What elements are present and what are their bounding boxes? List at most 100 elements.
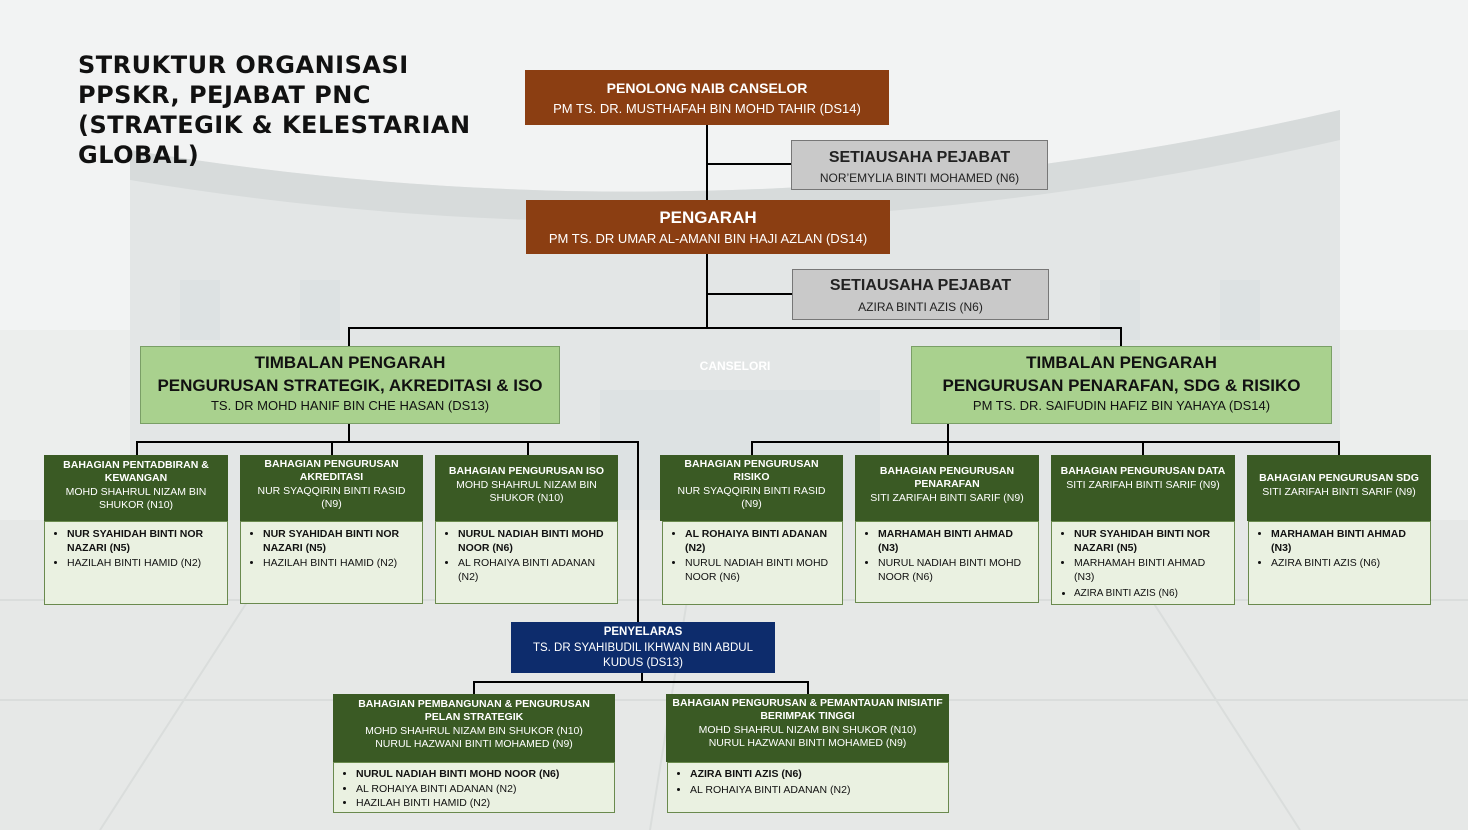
connector [706, 254, 708, 328]
unit-header: BAHAGIAN PENGURUSAN RISIKO NUR SYAQQIRIN… [660, 455, 843, 521]
sub-unit-header: BAHAGIAN PENGURUSAN & PEMANTAUAN INISIAT… [666, 694, 949, 762]
unit-title: BAHAGIAN PENGURUSAN RISIKO [684, 458, 819, 484]
sub-unit-members: AZIRA BINTI AZIS (N6) AL ROHAIYA BINTI A… [667, 762, 949, 813]
member-item: AL ROHAIYA BINTI ADANAN (N2) [685, 528, 836, 555]
sub-unit-title: BAHAGIAN PEMBANGUNAN & PENGURUSAN PELAN … [358, 698, 590, 724]
deputy-right-box: TIMBALAN PENGARAH PENGURUSAN PENARAFAN, … [911, 346, 1332, 424]
member-item: AZIRA BINTI AZIS (N6) [690, 768, 942, 782]
unit-header: BAHAGIAN PENGURUSAN DATA SITI ZARIFAH BI… [1051, 455, 1235, 521]
sub-unit-head: NURUL HAZWANI BINTI MOHAMED (N9) [375, 738, 573, 751]
sub-unit-members: NURUL NADIAH BINTI MOHD NOOR (N6) AL ROH… [333, 762, 615, 813]
unit-members: NURUL NADIAH BINTI MOHD NOOR (N6) AL ROH… [435, 521, 618, 604]
connector [473, 681, 809, 683]
connector [751, 441, 1340, 443]
unit-title: BAHAGIAN PENTADBIRAN & KEWANGAN [63, 459, 209, 485]
pnc-name: PM TS. DR. MUSTHAFAH BIN MOHD TAHIR (DS1… [553, 100, 861, 116]
connector [331, 441, 333, 456]
deputy-right-name: PM TS. DR. SAIFUDIN HAFIZ BIN YAHAYA (DS… [972, 397, 1271, 413]
member-item: AZIRA BINTI AZIS (N6) [1271, 557, 1424, 571]
unit-members: MARHAMAH BINTI AHMAD (N3) NURUL NADIAH B… [855, 521, 1039, 603]
unit-members: AL ROHAIYA BINTI ADANAN (N2) NURUL NADIA… [662, 521, 843, 605]
director-role: PENGARAH [659, 208, 757, 227]
connector [751, 441, 753, 456]
deputy-left-name: TS. DR MOHD HANIF BIN CHE HASAN (DS13) [210, 397, 490, 413]
connector [706, 293, 792, 295]
unit-head: MOHD SHAHRUL NIZAM BIN SHUKOR (N10) [456, 479, 597, 505]
member-item: NURUL NADIAH BINTI MOHD NOOR (N6) [458, 528, 611, 555]
connector [136, 441, 639, 443]
sub-unit-head: MOHD SHAHRUL NIZAM BIN SHUKOR (N10) [365, 725, 583, 738]
unit-title: BAHAGIAN PENGURUSAN SDG [1259, 472, 1419, 484]
member-item: HAZILAH BINTI HAMID (N2) [356, 797, 608, 811]
connector [136, 441, 138, 456]
connector [348, 327, 350, 347]
connector [1120, 327, 1122, 347]
director-box: PENGARAH PM TS. DR UMAR AL-AMANI BIN HAJ… [526, 200, 890, 254]
member-item: AL ROHAIYA BINTI ADANAN (N2) [690, 784, 942, 798]
member-item: NURUL NADIAH BINTI MOHD NOOR (N6) [878, 557, 1032, 584]
member-item: NUR SYAHIDAH BINTI NOR NAZARI (N5) [1074, 528, 1228, 555]
unit-header: BAHAGIAN PENGURUSAN PENARAFAN SITI ZARIF… [855, 455, 1039, 521]
connector [947, 424, 949, 442]
connector [947, 441, 949, 456]
connector [527, 441, 529, 456]
deputy-left-role: TIMBALAN PENGARAH [254, 353, 446, 372]
member-item: NURUL NADIAH BINTI MOHD NOOR (N6) [685, 557, 836, 584]
connector [348, 327, 1122, 329]
unit-title: BAHAGIAN PENGURUSAN ISO [448, 465, 605, 477]
unit-title: BAHAGIAN PENGURUSAN PENARAFAN [879, 465, 1015, 491]
deputy-left-box: TIMBALAN PENGARAH PENGURUSAN STRATEGIK, … [140, 346, 560, 424]
deputy-left-area: PENGURUSAN STRATEGIK, AKREDITASI & ISO [157, 376, 543, 396]
connector [706, 163, 792, 165]
secretary-pnc-role: SETIAUSAHA PEJABAT [828, 149, 1011, 166]
member-item: MARHAMAH BINTI AHMAD (N3) [878, 528, 1032, 555]
unit-title: BAHAGIAN PENGURUSAN DATA [1060, 465, 1226, 477]
unit-title: BAHAGIAN PENGURUSAN AKREDITASI [264, 458, 399, 484]
unit-head: SITI ZARIFAH BINTI SARIF (N9) [1066, 479, 1220, 492]
unit-head: NUR SYAQQIRIN BINTI RASID (N9) [257, 485, 406, 511]
member-item: NUR SYAHIDAH BINTI NOR NAZARI (N5) [67, 528, 221, 555]
unit-head: SITI ZARIFAH BINTI SARIF (N9) [1262, 486, 1416, 499]
director-name: PM TS. DR UMAR AL-AMANI BIN HAJI AZLAN (… [548, 231, 868, 247]
sub-unit-head: NURUL HAZWANI BINTI MOHAMED (N9) [708, 737, 907, 750]
sub-unit-header: BAHAGIAN PEMBANGUNAN & PENGURUSAN PELAN … [333, 694, 615, 762]
secretary-director-box: SETIAUSAHA PEJABAT AZIRA BINTI AZIS (N6) [792, 269, 1049, 320]
connector [348, 424, 350, 442]
connector [637, 441, 639, 622]
unit-header: BAHAGIAN PENGURUSAN SDG SITI ZARIFAH BIN… [1247, 455, 1431, 521]
member-item: NUR SYAHIDAH BINTI NOR NAZARI (N5) [263, 528, 416, 555]
unit-header: BAHAGIAN PENTADBIRAN & KEWANGAN MOHD SHA… [44, 455, 228, 521]
sub-unit-title: BAHAGIAN PENGURUSAN & PEMANTAUAN INISIAT… [672, 697, 943, 723]
member-item: MARHAMAH BINTI AHMAD (N3) [1074, 557, 1228, 584]
background-signage: CANSELORI [700, 359, 771, 373]
deputy-right-role: TIMBALAN PENGARAH [1026, 353, 1217, 372]
unit-header: BAHAGIAN PENGURUSAN AKREDITASI NUR SYAQQ… [240, 455, 423, 521]
unit-head: MOHD SHAHRUL NIZAM BIN SHUKOR (N10) [65, 486, 207, 512]
pnc-box: PENOLONG NAIB CANSELOR PM TS. DR. MUSTHA… [525, 70, 889, 125]
member-item: AZIRA BINTI AZIS (N6) [1074, 587, 1228, 600]
member-item: MARHAMAH BINTI AHMAD (N3) [1271, 528, 1424, 555]
secretary-pnc-box: SETIAUSAHA PEJABAT NOR’EMYLIA BINTI MOHA… [791, 140, 1048, 190]
secretary-director-role: SETIAUSAHA PEJABAT [829, 277, 1012, 294]
pnc-role: PENOLONG NAIB CANSELOR [606, 80, 808, 96]
coordinator-name: TS. DR SYAHIBUDIL IKHWAN BIN ABDUL KUDUS… [532, 642, 754, 669]
secretary-director-name: AZIRA BINTI AZIS (N6) [858, 300, 983, 314]
sub-unit-head: MOHD SHAHRUL NIZAM BIN SHUKOR (N10) [698, 724, 917, 737]
member-item: AL ROHAIYA BINTI ADANAN (N2) [458, 557, 611, 584]
unit-members: NUR SYAHIDAH BINTI NOR NAZARI (N5) HAZIL… [240, 521, 423, 604]
connector [1142, 441, 1144, 456]
member-item: AL ROHAIYA BINTI ADANAN (N2) [356, 783, 608, 797]
unit-members: NUR SYAHIDAH BINTI NOR NAZARI (N5) MARHA… [1051, 521, 1235, 605]
deputy-right-area: PENGURUSAN PENARAFAN, SDG & RISIKO [942, 376, 1301, 396]
member-item: HAZILAH BINTI HAMID (N2) [263, 557, 416, 571]
connector [1338, 441, 1340, 456]
unit-header: BAHAGIAN PENGURUSAN ISO MOHD SHAHRUL NIZ… [435, 455, 618, 521]
connector [706, 125, 708, 200]
unit-head: SITI ZARIFAH BINTI SARIF (N9) [870, 492, 1024, 505]
coordinator-box: PENYELARAS TS. DR SYAHIBUDIL IKHWAN BIN … [511, 622, 775, 673]
unit-head: NUR SYAQQIRIN BINTI RASID (N9) [677, 485, 826, 511]
member-item: NURUL NADIAH BINTI MOHD NOOR (N6) [356, 768, 608, 782]
member-item: HAZILAH BINTI HAMID (N2) [67, 557, 221, 571]
connector [641, 673, 643, 682]
coordinator-role: PENYELARAS [603, 626, 683, 638]
